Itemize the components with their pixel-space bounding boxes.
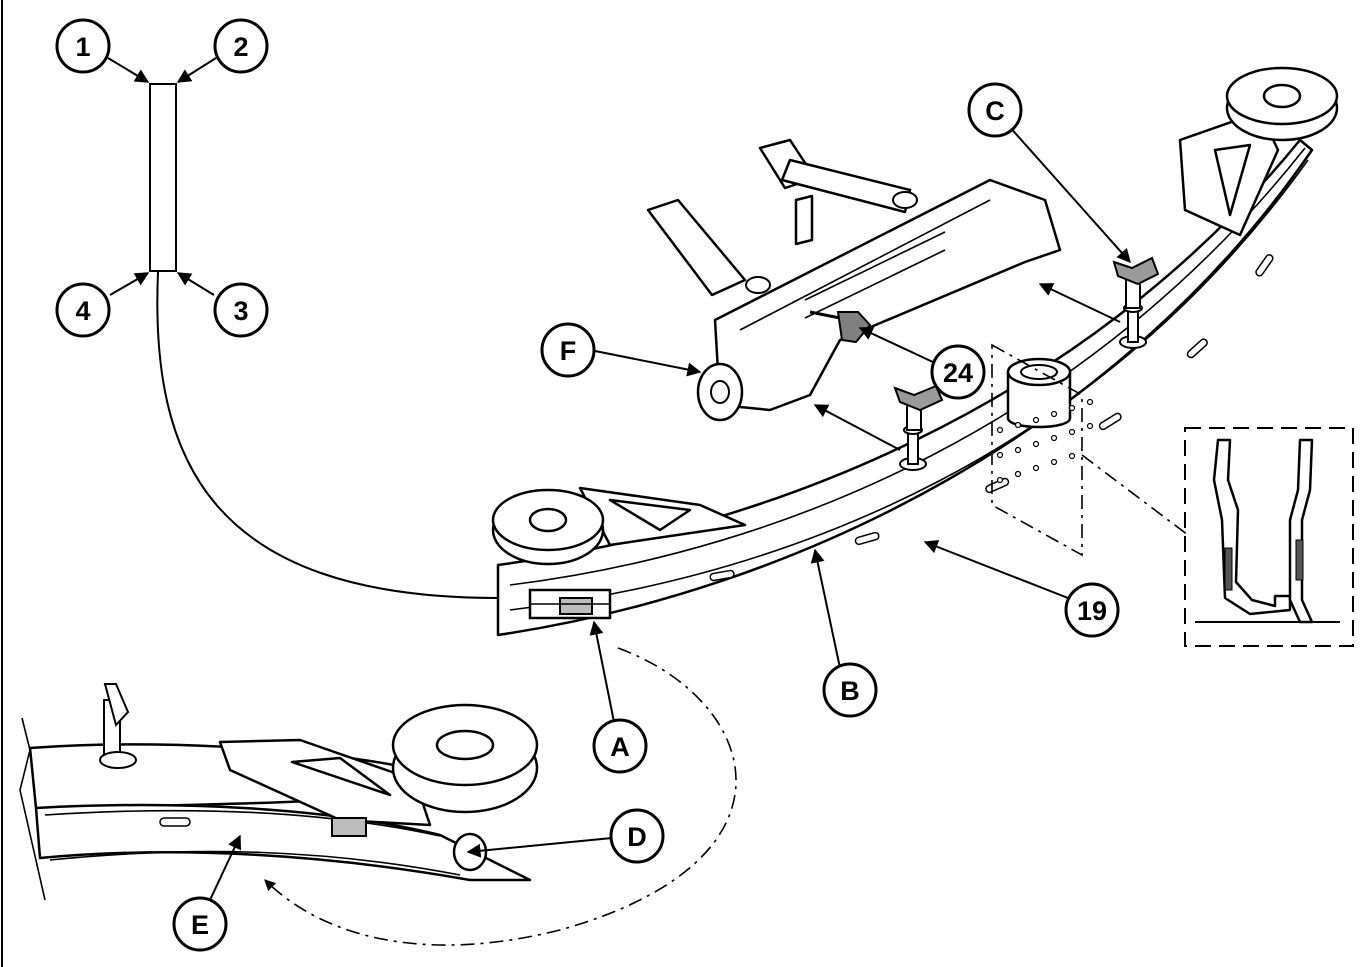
leader-2 bbox=[176, 57, 217, 83]
frame-slots bbox=[709, 254, 1274, 582]
leader-D bbox=[466, 837, 613, 858]
callout-D: D bbox=[609, 808, 665, 864]
leader-F bbox=[589, 349, 702, 377]
frame-studs bbox=[893, 256, 1160, 471]
cross-section-detail bbox=[1184, 427, 1354, 647]
callout-19-label: 19 bbox=[1077, 596, 1107, 626]
assembly-arrow-right bbox=[1038, 283, 1121, 323]
squeegee-frame bbox=[491, 66, 1339, 637]
callout-E: E bbox=[172, 896, 228, 952]
port-detail-outline bbox=[991, 343, 1083, 557]
callout-4: 4 bbox=[55, 282, 111, 338]
blade-leader-curve bbox=[156, 271, 499, 599]
callout-B-label: B bbox=[840, 676, 860, 706]
detail-reference-curve bbox=[264, 647, 737, 946]
callout-1-label: 1 bbox=[75, 32, 90, 62]
left-wheel bbox=[491, 488, 605, 566]
detail-frame bbox=[1184, 427, 1354, 647]
leader-1 bbox=[107, 57, 150, 83]
leader-B bbox=[810, 548, 841, 669]
callout-2: 2 bbox=[213, 18, 269, 74]
leader-19 bbox=[923, 540, 1069, 599]
blade-strip bbox=[107, 57, 499, 599]
callout-E-label: E bbox=[191, 910, 209, 940]
callout-C-label: C bbox=[985, 96, 1005, 126]
callout-2-label: 2 bbox=[233, 32, 248, 62]
knob-right bbox=[1112, 256, 1160, 309]
knob-left bbox=[893, 384, 944, 431]
latch bbox=[528, 588, 612, 620]
callout-A-label: A bbox=[610, 732, 630, 762]
callout-3: 3 bbox=[213, 282, 269, 338]
callout-1: 1 bbox=[55, 18, 111, 74]
callout-24: 24 bbox=[930, 344, 986, 400]
leader-4 bbox=[109, 272, 150, 296]
callout-B: B bbox=[822, 662, 878, 718]
leader-24 bbox=[858, 326, 936, 364]
leader-E bbox=[209, 834, 241, 901]
inset-detail bbox=[19, 683, 539, 901]
bracket-post bbox=[794, 194, 814, 246]
callout-3-label: 3 bbox=[233, 296, 248, 326]
callout-24-label: 24 bbox=[943, 358, 973, 388]
port-detail-link bbox=[1081, 454, 1189, 536]
leader-A bbox=[589, 620, 615, 723]
bracket-plate bbox=[713, 178, 1062, 412]
lower-tube bbox=[646, 198, 747, 297]
leader-C bbox=[1007, 124, 1131, 264]
callout-F: F bbox=[540, 322, 596, 378]
callout-A: A bbox=[592, 718, 648, 774]
callout-F-label: F bbox=[560, 336, 577, 366]
leader-3 bbox=[176, 272, 215, 296]
vacuum-port bbox=[996, 357, 1094, 484]
right-wheel bbox=[1225, 66, 1339, 142]
callout-4-label: 4 bbox=[75, 296, 90, 326]
callout-C: C bbox=[967, 82, 1023, 138]
mount-bracket bbox=[646, 138, 1062, 422]
assembly-arrow-left bbox=[813, 404, 901, 451]
callout-D-label: D bbox=[627, 822, 647, 852]
frame-body bbox=[496, 138, 1314, 637]
callout-19: 19 bbox=[1064, 582, 1120, 638]
